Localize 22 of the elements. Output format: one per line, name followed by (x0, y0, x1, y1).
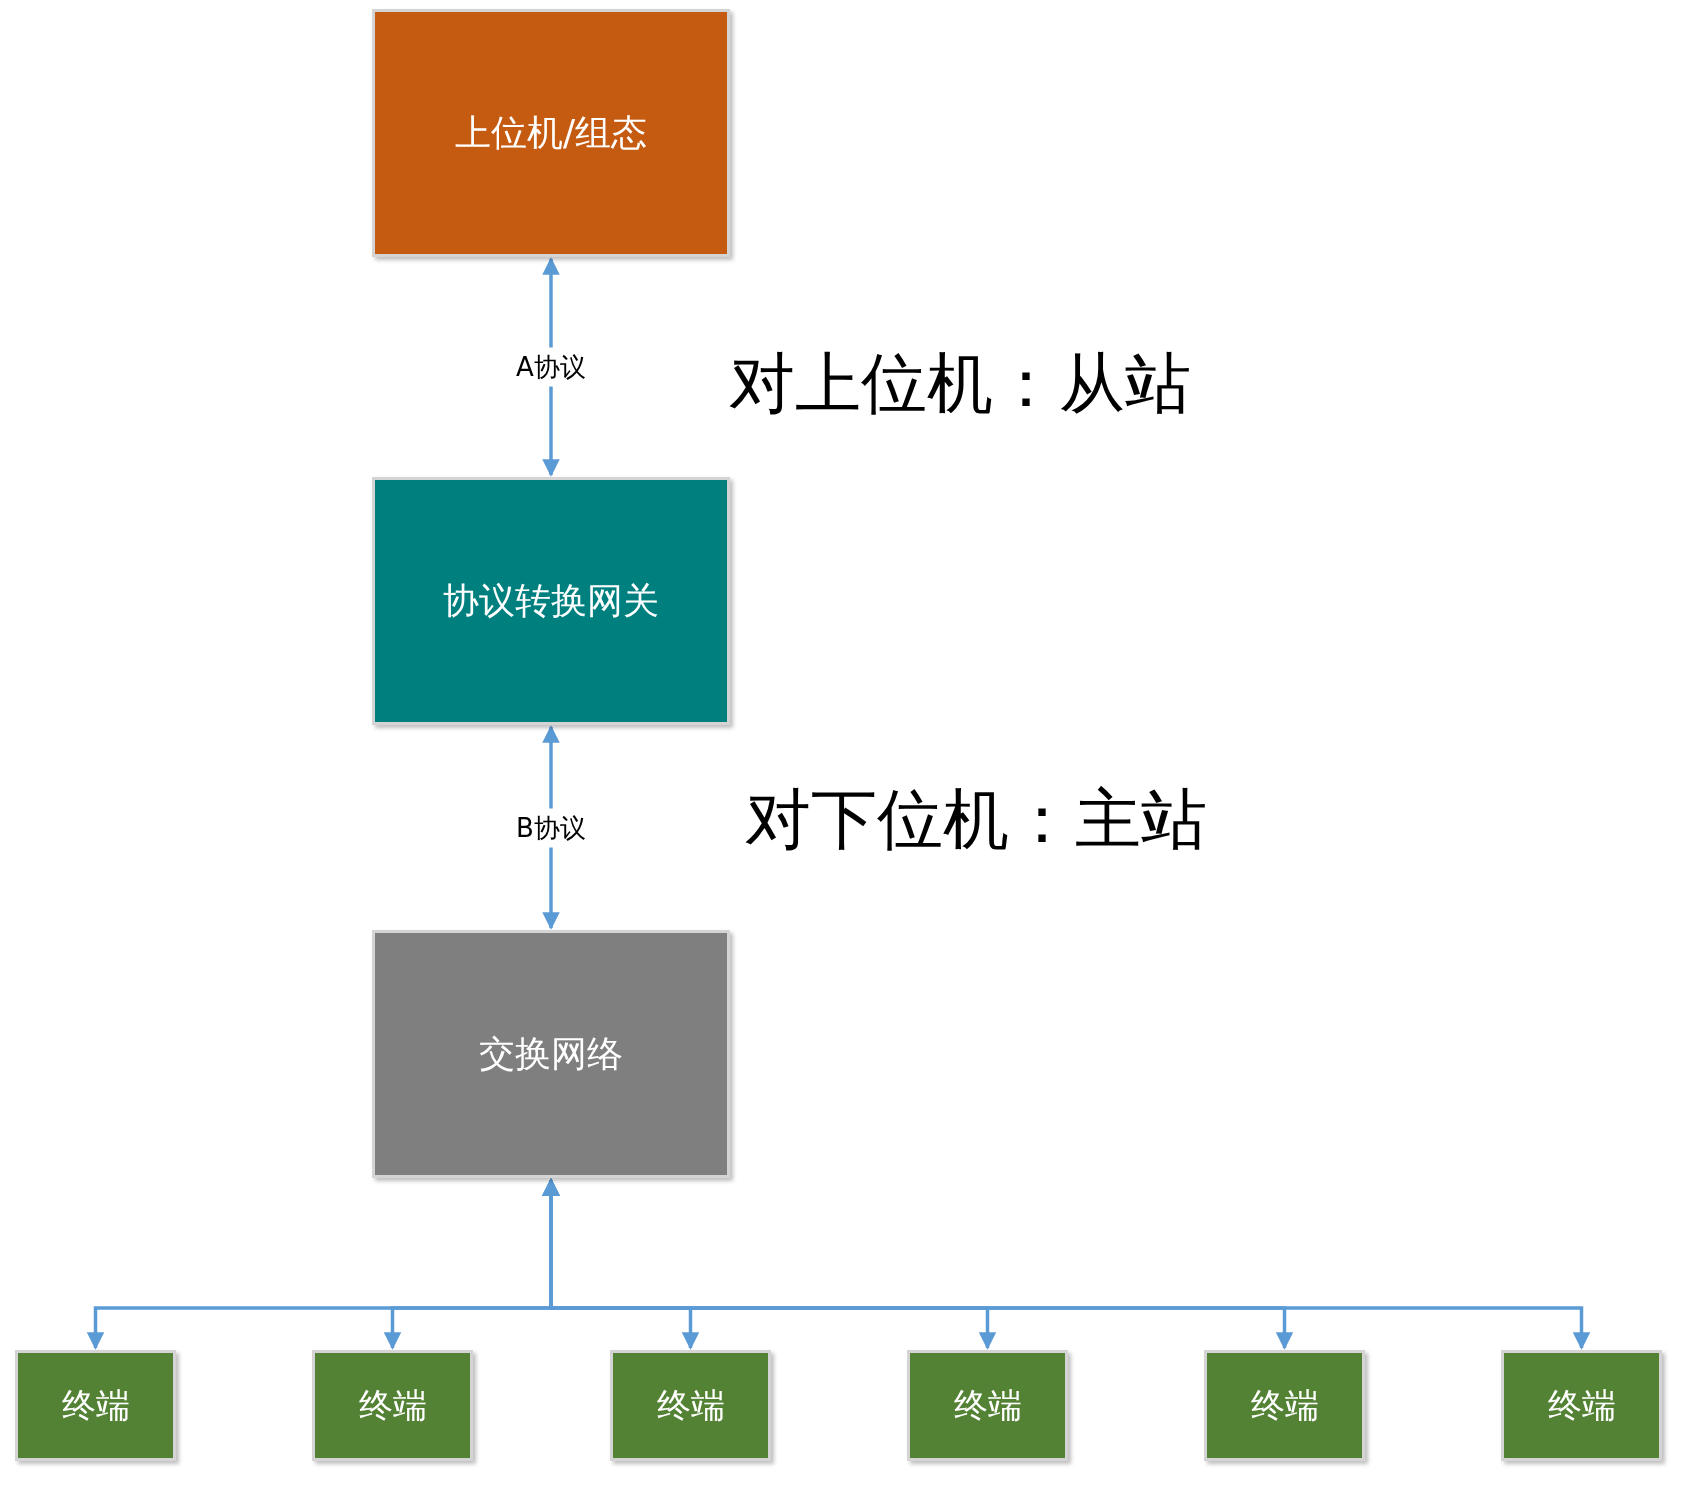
terminal-box (15, 1350, 176, 1461)
gateway-box (372, 477, 730, 725)
node-label: 交换网络 (479, 1031, 623, 1076)
node-label: 协议转换网关 (443, 578, 659, 623)
node-label: 终端 (656, 1383, 725, 1427)
node-label: 上位机/组态 (454, 110, 648, 155)
edge-label: B协议 (516, 808, 586, 847)
host-box (372, 9, 730, 257)
annotation-text: 对下位机：主站 (745, 780, 1207, 860)
node-label: 终端 (1250, 1383, 1319, 1427)
terminal-box (1501, 1350, 1662, 1461)
terminal-box (610, 1350, 771, 1461)
terminal-box (1204, 1350, 1365, 1461)
node-label: 终端 (61, 1383, 130, 1427)
terminal-box (312, 1350, 473, 1461)
annotation-text: 对上位机：从站 (729, 344, 1191, 424)
node-label: 终端 (358, 1383, 427, 1427)
node-label: 终端 (953, 1383, 1022, 1427)
edge-label: A协议 (516, 347, 586, 387)
node-label: 终端 (1547, 1383, 1616, 1427)
terminal-box (907, 1350, 1068, 1461)
network-box (372, 930, 730, 1178)
